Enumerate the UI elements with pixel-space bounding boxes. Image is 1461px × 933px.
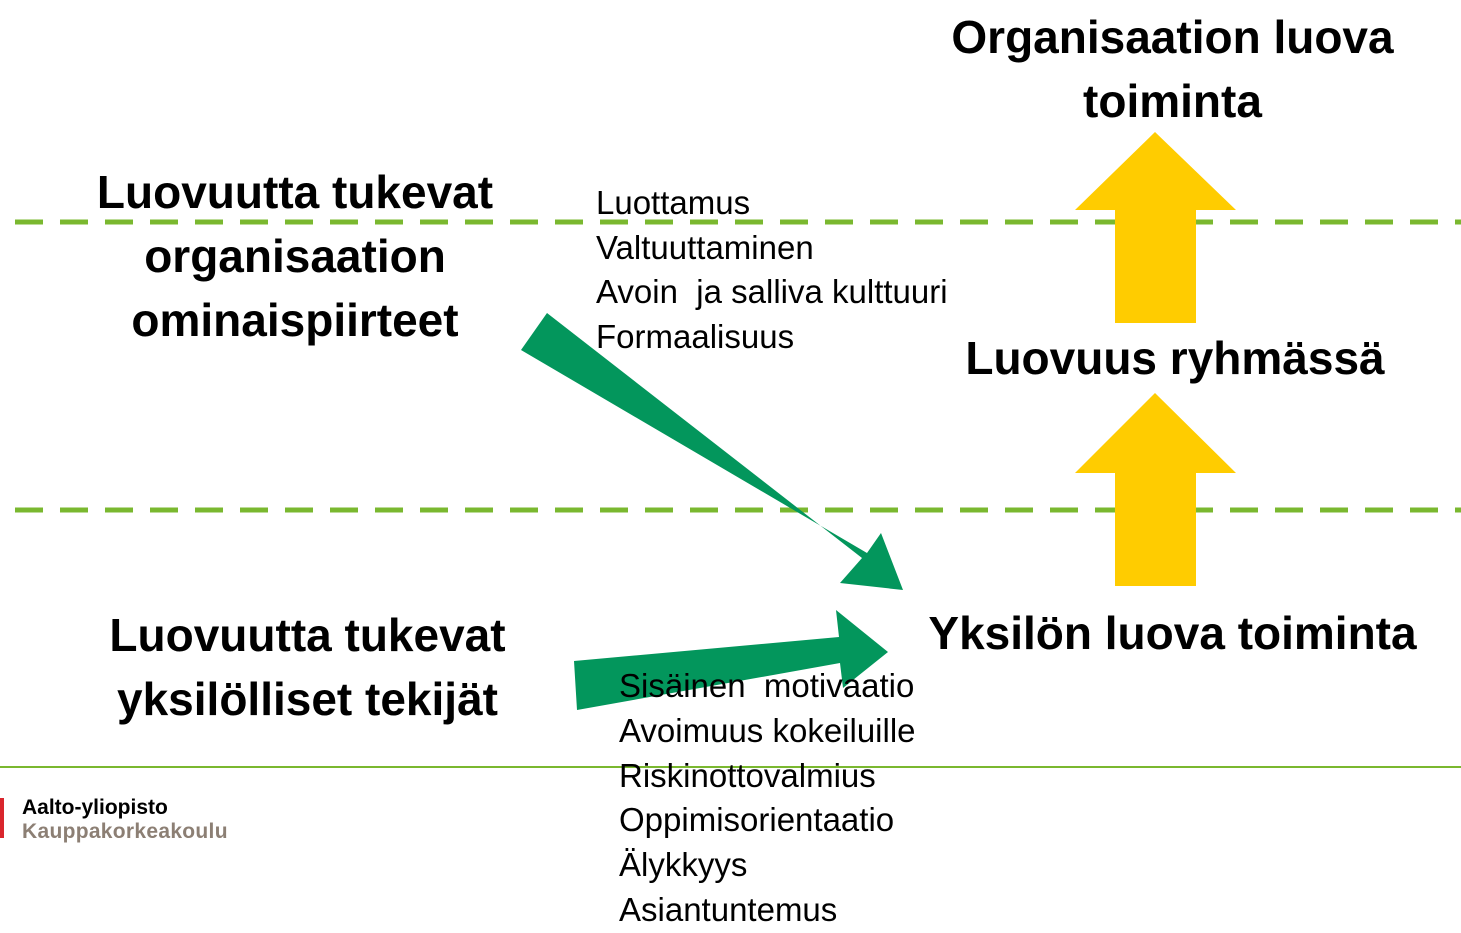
individual-creativity-heading: Yksilön luova toiminta	[928, 607, 1417, 659]
list-item: Luottamus	[596, 184, 751, 221]
upper-yellow-arrow	[1075, 132, 1236, 323]
org-to-individual-arrow	[521, 313, 903, 590]
individual-factor-list: Sisäinen motivaatio Avoimuus kokeiluille…	[619, 664, 916, 933]
list-item: Formaalisuus	[596, 317, 795, 355]
org-factor-list: Luottamus Valtuuttaminen Avoin ja salliv…	[596, 181, 948, 359]
list-item: Asiantuntemus	[619, 890, 838, 928]
logo-school-name: Kauppakorkeakoulu	[22, 820, 228, 843]
individual-factors-heading: Luovuutta tukevat yksilölliset tekijät	[109, 609, 506, 725]
logo-mark	[0, 798, 4, 838]
logo-university-name: Aalto-yliopisto	[22, 796, 168, 819]
org-factors-heading: Luovuutta tukevat organisaation ominaisp…	[96, 166, 494, 346]
list-item: Älykkyys	[619, 846, 748, 884]
list-item: Riskinottovalmius	[619, 756, 876, 794]
list-item: Oppimisorientaatio	[619, 801, 895, 839]
list-item: Sisäinen motivaatio	[619, 667, 915, 704]
aalto-logo: Aalto-yliopisto Kauppakorkeakoulu	[22, 796, 228, 844]
lower-yellow-arrow	[1075, 393, 1236, 586]
list-item: Avoimuus kokeiluille	[619, 711, 916, 749]
list-item: Valtuuttaminen	[596, 228, 814, 266]
list-item: Avoin ja salliva kulttuuri	[596, 273, 948, 310]
individual-factors-arrow	[574, 610, 888, 710]
group-creativity-heading: Luovuus ryhmässä	[965, 332, 1385, 384]
org-creativity-heading: Organisaation luova toiminta	[951, 11, 1394, 127]
